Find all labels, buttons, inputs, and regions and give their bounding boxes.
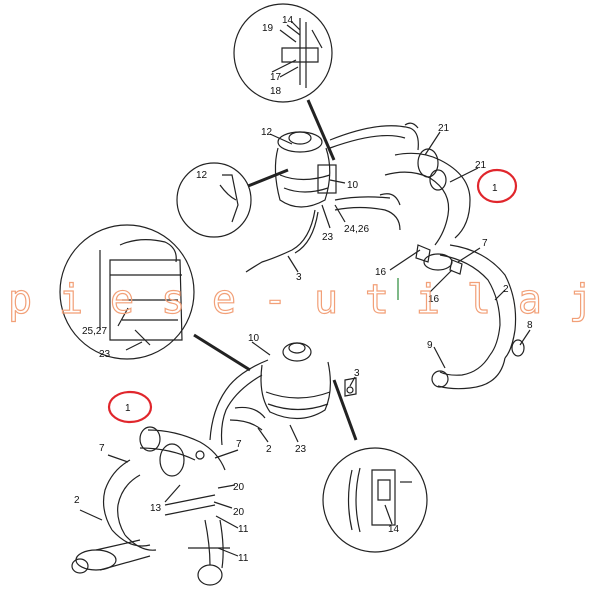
callout-7-mid: 7: [236, 439, 242, 450]
callout-12-tank: 12: [261, 127, 273, 138]
callout-21-top: 21: [438, 123, 450, 134]
callout-3-lower: 3: [354, 368, 360, 379]
callout-2-left: 2: [74, 495, 80, 506]
callout-12-detail: 12: [196, 170, 208, 181]
callout-7-upper: 7: [482, 238, 488, 249]
callout-1-upper: 1: [492, 183, 498, 194]
callout-9: 9: [427, 340, 433, 351]
diagram-linework: [59, 3, 531, 586]
detail-circle-top: [233, 3, 333, 103]
callout-23-detail: 23: [99, 349, 111, 360]
callout-14-bottom: 14: [388, 524, 400, 535]
callout-10-upper: 10: [347, 180, 359, 191]
callout-10-lower: 10: [248, 333, 260, 344]
callout-17: 17: [270, 72, 282, 83]
highlight-circle-1-lower: [107, 390, 153, 424]
callout-11-upper: 11: [238, 524, 249, 535]
callout-20-upper: 20: [233, 482, 245, 493]
callout-8: 8: [527, 320, 533, 331]
callout-18: 18: [270, 86, 282, 97]
callout-16-left: 16: [375, 267, 387, 278]
callout-14-top: 14: [282, 15, 294, 26]
detail-circle-small: [176, 162, 252, 238]
highlight-circle-1-upper: [476, 168, 518, 204]
callout-11-lower: 11: [238, 553, 249, 564]
callout-3-upper: 3: [296, 272, 302, 283]
callout-19: 19: [262, 23, 274, 34]
callout-13: 13: [150, 503, 162, 514]
callout-24-26: 24,26: [344, 224, 369, 235]
callout-7-left: 7: [99, 443, 105, 454]
callout-25-27: 25,27: [82, 326, 107, 337]
callout-labels: 19 14 17 18 12 21 21 1 10 12 23 24,26 3 …: [74, 15, 533, 564]
callout-2-mid: 2: [266, 444, 272, 455]
callout-2-upper: 2: [503, 284, 509, 295]
callout-16-right: 16: [428, 294, 440, 305]
detail-circle-bottom: [322, 447, 428, 553]
callout-23-upper: 23: [322, 232, 334, 243]
callout-23-lower: 23: [295, 444, 307, 455]
callout-21-right: 21: [475, 160, 487, 171]
callout-20-lower: 20: [233, 507, 245, 518]
callout-1-lower: 1: [125, 403, 131, 414]
detail-circle-large: [59, 224, 195, 360]
